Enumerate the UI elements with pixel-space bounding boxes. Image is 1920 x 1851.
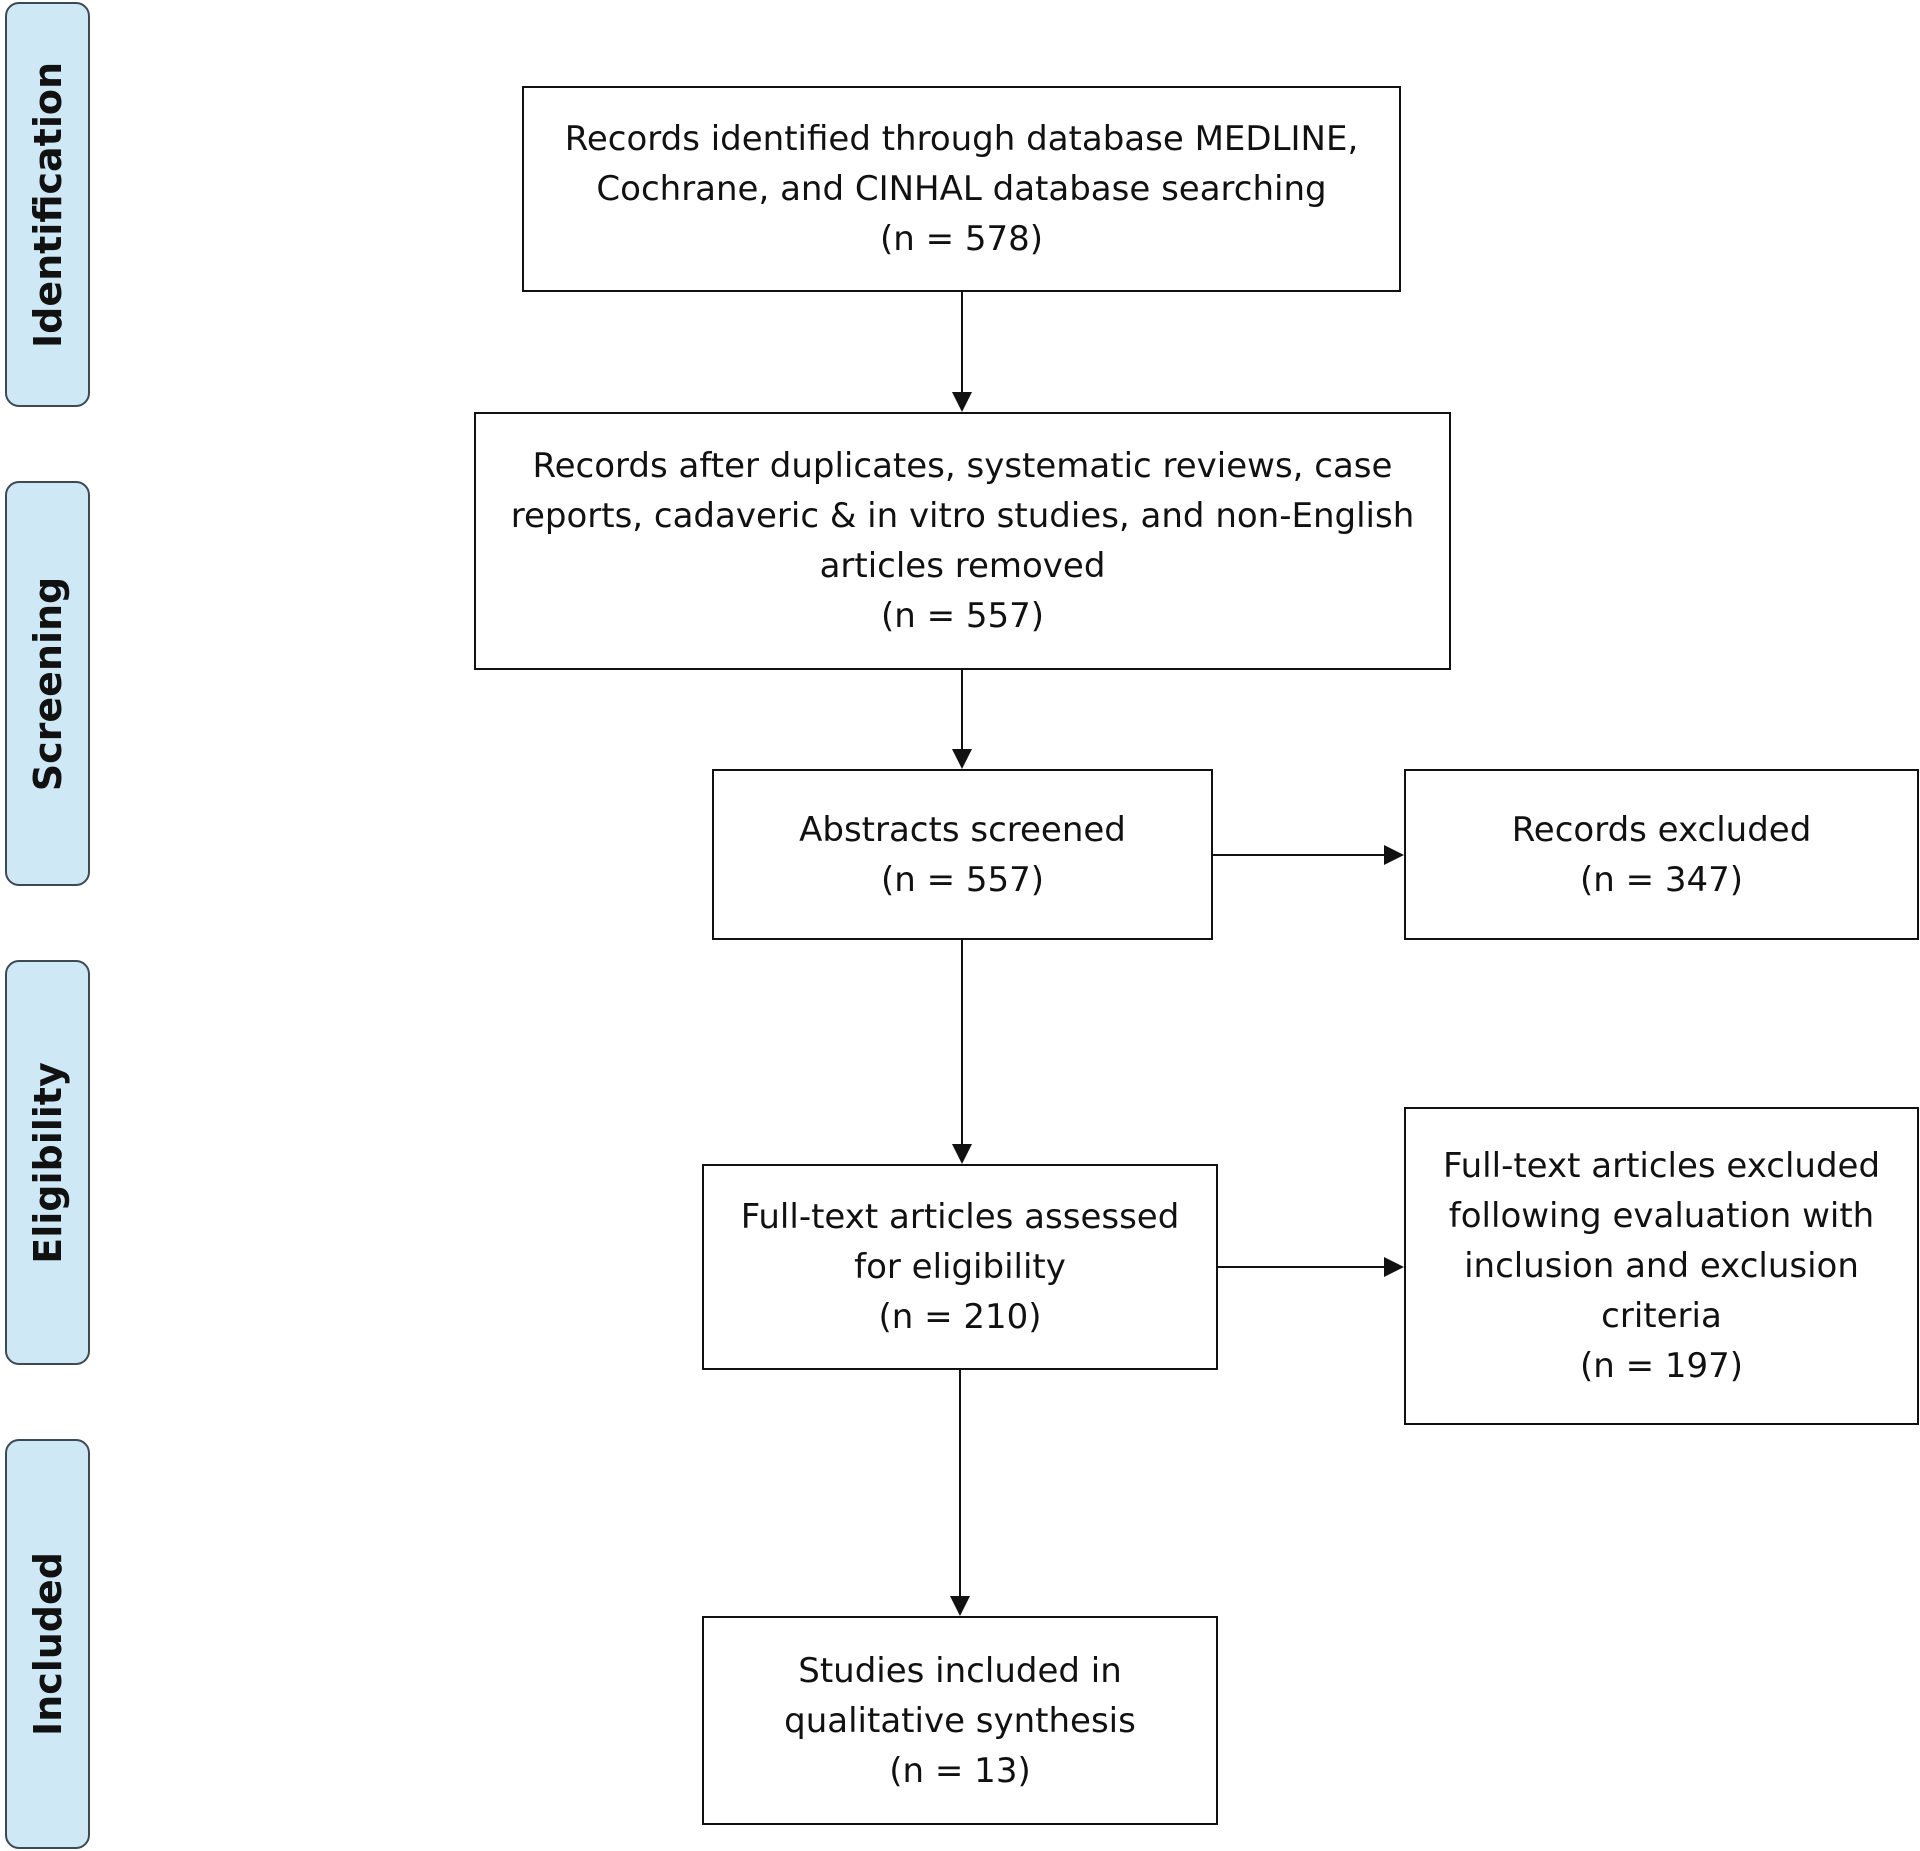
box-fulltext-assessed: Full-text articles assessed for eligibil… (702, 1164, 1218, 1370)
box-records-excluded-count: (n = 347) (1579, 859, 1744, 900)
stage-eligibility: Eligibility (5, 960, 90, 1365)
box-fulltext-excluded-line1: Full-text articles excluded (1442, 1146, 1881, 1186)
stage-included-label: Included (25, 1552, 70, 1736)
box-records-identified-line1: Records identified through database MEDL… (564, 119, 1359, 159)
stage-identification-label: Identification (25, 61, 70, 348)
box-fulltext-assessed-line1: Full-text articles assessed (740, 1197, 1180, 1237)
box-abstracts-screened: Abstracts screened (n = 557) (712, 769, 1213, 940)
box-abstracts-screened-count: (n = 557) (880, 859, 1045, 900)
box-abstracts-screened-line1: Abstracts screened (799, 809, 1126, 850)
stage-eligibility-label: Eligibility (25, 1061, 70, 1264)
box-records-after-removal-line3: articles removed (819, 546, 1106, 586)
box-records-identified: Records identified through database MEDL… (522, 86, 1401, 292)
box-fulltext-excluded-line2: following evaluation with (1448, 1196, 1875, 1236)
box-studies-included: Studies included in qualitative synthesi… (702, 1616, 1218, 1825)
box-studies-included-count: (n = 13) (889, 1750, 1031, 1791)
box-records-after-removal-line2: reports, cadaveric & in vitro studies, a… (510, 496, 1415, 536)
stage-included: Included (5, 1439, 90, 1849)
box-studies-included-line2: qualitative synthesis (784, 1700, 1136, 1741)
box-fulltext-excluded-line3: inclusion and exclusion (1464, 1246, 1859, 1286)
box-records-after-removal: Records after duplicates, systematic rev… (474, 412, 1451, 670)
box-fulltext-excluded: Full-text articles excluded following ev… (1404, 1107, 1919, 1425)
box-fulltext-assessed-line2: for eligibility (854, 1247, 1066, 1287)
box-records-after-removal-line1: Records after duplicates, systematic rev… (532, 446, 1393, 486)
box-fulltext-excluded-count: (n = 197) (1579, 1346, 1744, 1386)
box-records-excluded: Records excluded (n = 347) (1404, 769, 1919, 940)
box-fulltext-excluded-line4: criteria (1601, 1296, 1722, 1336)
box-records-identified-count: (n = 578) (879, 219, 1044, 259)
box-records-after-removal-count: (n = 557) (880, 596, 1045, 636)
box-studies-included-line1: Studies included in (798, 1650, 1122, 1691)
stage-screening: Screening (5, 481, 90, 886)
stage-identification: Identification (5, 2, 90, 407)
box-fulltext-assessed-count: (n = 210) (878, 1297, 1042, 1337)
box-records-identified-line2: Cochrane, and CINHAL database searching (596, 169, 1327, 209)
stage-screening-label: Screening (25, 576, 70, 791)
box-records-excluded-line1: Records excluded (1511, 809, 1812, 850)
